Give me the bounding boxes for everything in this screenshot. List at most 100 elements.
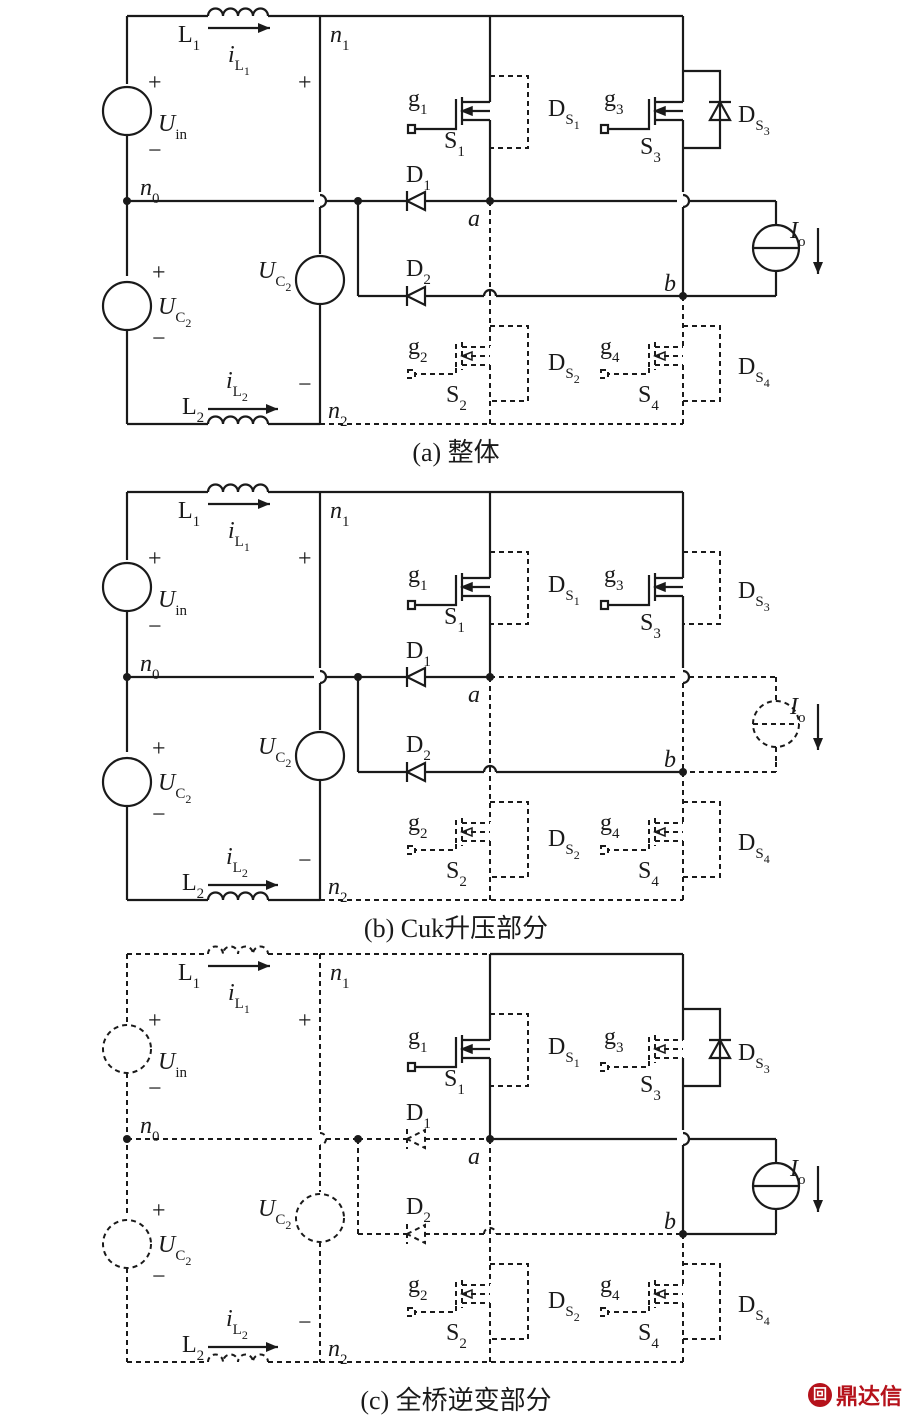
label-s1: S1 — [444, 604, 465, 636]
label-s4: S4 — [638, 1320, 659, 1352]
wire-crossing — [482, 764, 498, 773]
inductor-l1 — [206, 7, 270, 17]
voltage-source-uc2-left — [101, 756, 153, 808]
switch-s1 — [406, 97, 490, 135]
label-n2: n2 — [328, 874, 348, 906]
label-n2: n2 — [328, 1336, 348, 1368]
sign-minus-uin: − — [148, 614, 162, 640]
sign-plus-uin: + — [148, 70, 162, 96]
gate-lead — [607, 844, 650, 851]
label-g1: g1 — [408, 86, 428, 118]
sign-plus-n1: + — [298, 70, 312, 96]
gate-terminal — [600, 1062, 609, 1072]
gate-lead — [414, 368, 457, 375]
switch-s4 — [600, 342, 683, 379]
voltage-source-uc2-left — [102, 1219, 152, 1269]
sign-plus-uin: + — [148, 1008, 162, 1034]
label-a: a — [468, 1144, 480, 1170]
label-uc2: UC2 — [258, 1196, 291, 1232]
label-ds4: DS4 — [738, 830, 770, 866]
label-d1: D1 — [406, 1100, 431, 1132]
body-diode-ds4 — [683, 801, 721, 878]
wire-crossing — [483, 1227, 497, 1235]
diode-loop — [490, 325, 529, 402]
body-diode-ds3 — [683, 551, 721, 625]
label-g4: g4 — [600, 334, 620, 366]
wire-crossing — [319, 1132, 327, 1146]
body-diode-ds1 — [490, 551, 529, 625]
label-uin: Uin — [158, 111, 188, 143]
switch-s4 — [600, 1280, 683, 1317]
sign-plus-uc2: + — [152, 260, 166, 286]
label-s3: S3 — [640, 1072, 661, 1104]
label-s2: S2 — [446, 1320, 467, 1352]
label-io: Io — [789, 218, 806, 250]
sign-minus-uc2: − — [152, 326, 166, 352]
gate-terminal — [406, 123, 417, 135]
label-d2: D2 — [406, 732, 431, 764]
label-uc2: UC2 — [258, 734, 291, 770]
gate-terminal — [600, 845, 609, 855]
sign-minus-n2: − — [298, 1310, 312, 1336]
arrow-io-head — [813, 262, 823, 274]
label-s2: S2 — [446, 858, 467, 890]
arrow-il1-head — [258, 961, 270, 971]
diode-d2 — [404, 285, 427, 307]
switch-s2 — [407, 342, 490, 379]
body-diode-ds2 — [490, 325, 529, 402]
label-uin: Uin — [158, 587, 188, 619]
diode-d2 — [404, 1223, 426, 1245]
gate-terminal — [599, 599, 610, 611]
voltage-source-uin — [102, 1024, 152, 1074]
diode-ds3 — [708, 99, 732, 122]
sign-plus-n1: + — [298, 546, 312, 572]
label-s4: S4 — [638, 382, 659, 414]
label-ds2: DS2 — [548, 1288, 580, 1324]
label-il1: iL1 — [228, 42, 250, 78]
label-il1: iL1 — [228, 518, 250, 554]
gate-terminal — [407, 1307, 416, 1317]
sign-minus-uc2: − — [152, 802, 166, 828]
label-g4: g4 — [600, 1272, 620, 1304]
body-diode-ds3 — [683, 1007, 722, 1088]
voltage-source-uc2 — [294, 730, 346, 782]
label-g3: g3 — [604, 86, 624, 118]
body-diode-ds1 — [490, 75, 529, 149]
sign-minus-uc2: − — [152, 1264, 166, 1290]
gate-terminal — [600, 1307, 609, 1317]
gate-lead — [414, 844, 457, 851]
label-ds1: DS1 — [548, 96, 580, 132]
diode-ds3 — [708, 1037, 732, 1060]
voltage-source-uin — [101, 85, 153, 137]
label-s3: S3 — [640, 610, 661, 642]
label-io: Io — [789, 694, 806, 726]
gate-lead — [414, 123, 458, 131]
label-d1: D1 — [406, 162, 431, 194]
inductor-l2 — [206, 891, 270, 901]
diode-loop — [490, 75, 529, 149]
label-n1: n1 — [330, 22, 350, 54]
label-g2: g2 — [408, 334, 428, 366]
switch-s3 — [599, 573, 683, 611]
diode-d1 — [404, 1128, 426, 1150]
gate-terminal — [406, 1061, 417, 1073]
voltage-source-uc2 — [295, 1193, 345, 1243]
label-b: b — [664, 747, 676, 773]
label-s2: S2 — [446, 382, 467, 414]
label-g3: g3 — [604, 1024, 624, 1056]
label-g2: g2 — [408, 810, 428, 842]
label-s4: S4 — [638, 858, 659, 890]
label-d1: D1 — [406, 638, 431, 670]
inductor-l2 — [206, 415, 270, 425]
switch-s2 — [407, 1280, 490, 1317]
label-l1: L1 — [178, 498, 200, 530]
label-s3: S3 — [640, 134, 661, 166]
gate-lead — [607, 123, 651, 131]
label-il1: iL1 — [228, 980, 250, 1016]
sign-plus-uc2: + — [152, 1198, 166, 1224]
diode-d2 — [404, 761, 427, 783]
label-uc2-left: UC2 — [158, 1232, 191, 1268]
label-ds3: DS3 — [738, 578, 770, 614]
